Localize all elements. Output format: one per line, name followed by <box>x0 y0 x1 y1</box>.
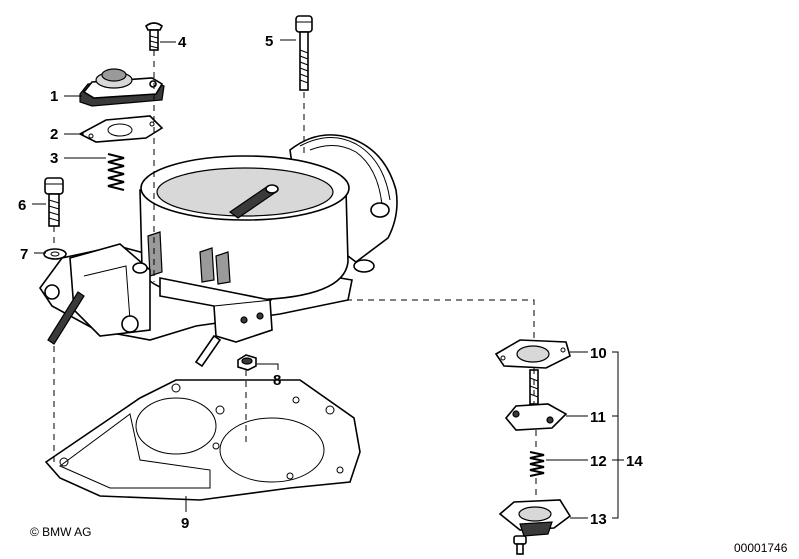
part-4-screw <box>144 22 164 51</box>
part-2-gasket <box>78 115 164 143</box>
part-13-cover <box>498 499 572 555</box>
callout-9: 9 <box>181 515 189 532</box>
callout-14: 14 <box>626 453 643 470</box>
callout-1: 1 <box>50 88 58 105</box>
callout-labels: 1 2 3 4 5 6 7 8 9 10 11 12 13 14 <box>18 33 643 532</box>
part-3-spring <box>107 153 125 191</box>
callout-12: 12 <box>590 453 607 470</box>
callout-11: 11 <box>590 409 606 426</box>
callout-13: 13 <box>590 511 607 528</box>
drawing-number: 00001746 <box>734 541 788 555</box>
part-6-bolt <box>44 177 64 227</box>
copyright-text: © BMW AG <box>30 525 92 539</box>
part-11-valve <box>504 369 568 431</box>
callout-5: 5 <box>265 33 273 50</box>
part-5-bolt <box>295 15 313 91</box>
callout-3: 3 <box>50 150 58 167</box>
part-8-nut <box>237 354 257 371</box>
callout-4: 4 <box>178 34 187 51</box>
callout-2: 2 <box>50 126 58 143</box>
part-7-washer <box>43 248 67 260</box>
callout-7: 7 <box>20 246 28 263</box>
carburetor-body <box>39 134 398 368</box>
part-12-spring <box>529 451 545 477</box>
callout-6: 6 <box>18 197 26 214</box>
part-9-gasket <box>44 379 361 501</box>
part-10-diaphragm <box>494 339 571 369</box>
leader-lines <box>32 39 624 519</box>
callout-8: 8 <box>273 372 281 389</box>
part-1-cover <box>79 68 165 107</box>
alignment-lines <box>53 50 537 500</box>
callout-10: 10 <box>590 345 607 362</box>
